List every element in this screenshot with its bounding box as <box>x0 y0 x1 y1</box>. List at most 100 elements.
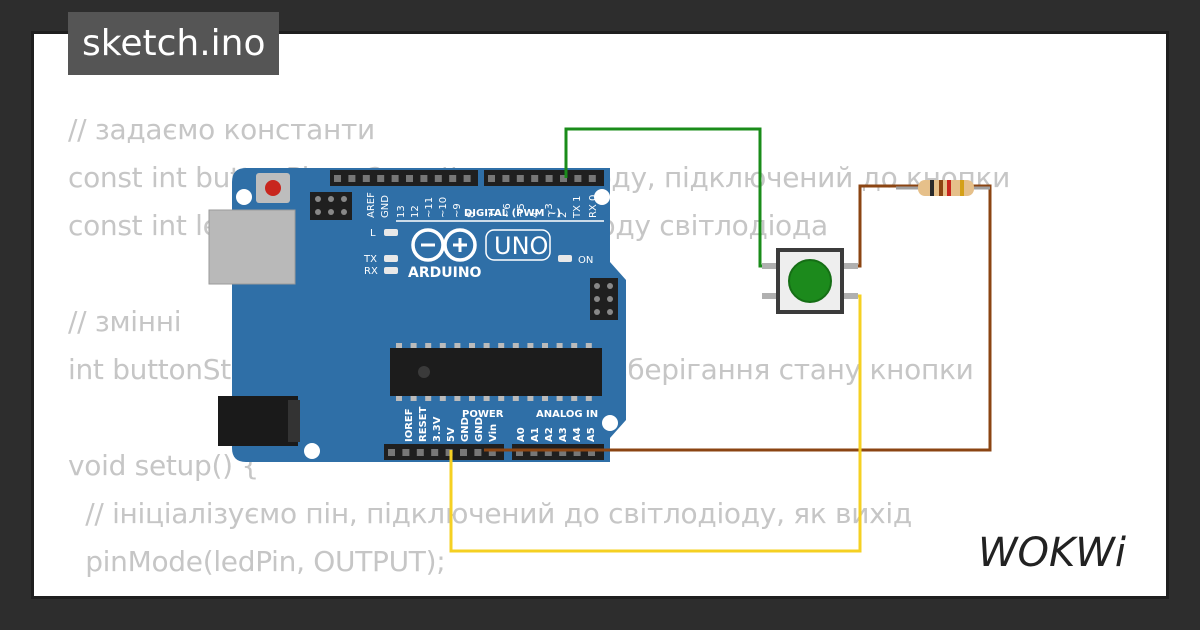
icsp-header-right <box>590 278 618 320</box>
header-hole[interactable] <box>463 175 471 182</box>
chip-pin <box>483 396 490 401</box>
code-line: // змінні <box>68 305 182 338</box>
tx-led-label: TX <box>363 254 377 265</box>
chip-pin <box>527 396 534 401</box>
header-hole[interactable] <box>560 175 567 182</box>
power-pin-label: IOREF <box>404 408 415 442</box>
chip-pin <box>469 343 475 348</box>
resistor-band-1 <box>930 180 934 196</box>
resistor[interactable] <box>896 180 990 196</box>
analog-label: ANALOG IN <box>536 409 598 420</box>
header-hole[interactable] <box>431 449 439 456</box>
mounting-hole <box>304 443 320 459</box>
header-hole[interactable] <box>334 175 341 182</box>
header-hole[interactable] <box>531 175 539 182</box>
mounting-hole <box>594 189 610 205</box>
header-hole[interactable] <box>574 175 582 182</box>
chip-pin <box>410 343 417 348</box>
header-hole[interactable] <box>449 175 457 182</box>
header-hole[interactable] <box>488 449 496 456</box>
digital-pin-label: AREF <box>366 192 377 218</box>
digital-pin-label: 12 <box>410 205 421 218</box>
power-pin-label: Vin <box>488 424 499 442</box>
chip-pin <box>396 343 402 348</box>
l-led <box>384 229 398 236</box>
digital-pin-label: ~5 <box>516 203 527 218</box>
chip-pin <box>512 343 519 348</box>
chip-pin <box>542 396 548 401</box>
brand-label: ARDUINO <box>408 265 482 281</box>
header-hole[interactable] <box>362 175 370 182</box>
analog-pin-label: A3 <box>558 427 569 442</box>
model-label: UNO <box>494 232 548 260</box>
analog-pin-label: A1 <box>530 427 541 442</box>
power-header[interactable] <box>384 444 504 460</box>
power-pin-label: RESET <box>418 406 429 442</box>
code-line: pinMode(ledPin, OUTPUT); <box>68 545 446 578</box>
digital-pin-label: 8 <box>466 212 477 218</box>
header-hole[interactable] <box>445 449 453 456</box>
header-hole[interactable] <box>488 175 495 182</box>
chip-pin <box>454 343 461 348</box>
chip-pin <box>556 343 563 348</box>
header-hole[interactable] <box>530 449 538 456</box>
chip-pin <box>469 396 475 401</box>
header-hole[interactable] <box>402 449 410 456</box>
on-led-label: ON <box>578 255 593 266</box>
header-hole[interactable] <box>545 175 553 182</box>
mounting-hole <box>602 415 618 431</box>
header-hole[interactable] <box>516 175 524 182</box>
digital-pin-label: ~3 <box>544 203 555 218</box>
chip-notch <box>418 366 430 378</box>
header-hole[interactable] <box>474 449 482 456</box>
power-pin-label: 3.3V <box>432 416 443 442</box>
digital-header-label: DIGITAL (PWM ~) <box>464 208 561 219</box>
header-hole[interactable] <box>460 449 467 456</box>
chip-pin <box>483 343 490 348</box>
header-hole[interactable] <box>516 449 523 456</box>
header-hole[interactable] <box>377 175 385 182</box>
chip-pin <box>571 396 578 401</box>
digital-pin-label: RX 0 <box>588 195 599 218</box>
header-hole[interactable] <box>348 175 356 182</box>
rx-led-label: RX <box>364 266 378 277</box>
usb-port <box>208 209 296 285</box>
chip-pin <box>396 396 402 401</box>
chip-pin <box>425 343 432 348</box>
header-hole[interactable] <box>391 175 399 182</box>
code-line: // ініціалізуємо пін, підключений до кно… <box>68 586 1010 596</box>
digital-pin-label: GND <box>380 195 391 218</box>
pushbutton-cap[interactable] <box>788 259 832 303</box>
wokwi-logo-text: WOKWi <box>978 530 1126 576</box>
pushbutton[interactable] <box>762 248 858 314</box>
header-hole[interactable] <box>559 449 567 456</box>
header-hole[interactable] <box>434 175 442 182</box>
power-jack-tip <box>288 400 300 442</box>
on-led <box>558 255 572 262</box>
header-hole[interactable] <box>544 449 552 456</box>
code-line: // задаємо константи <box>68 113 375 146</box>
reset-button-cap[interactable] <box>265 180 281 196</box>
digital-pin-label: ~9 <box>452 203 463 218</box>
header-hole[interactable] <box>416 449 424 456</box>
resistor-band-3 <box>947 180 951 196</box>
power-label: POWER <box>462 409 504 420</box>
header-hole[interactable] <box>588 449 595 456</box>
file-tab-sketch[interactable]: sketch.ino <box>68 12 280 75</box>
chip-pin <box>527 343 534 348</box>
icsp-header-top <box>310 192 352 220</box>
header-hole[interactable] <box>388 449 395 456</box>
chip-pin <box>512 396 519 401</box>
digital-header-right[interactable] <box>484 170 604 186</box>
header-hole[interactable] <box>573 449 581 456</box>
digital-pin-label: ~6 <box>502 203 513 218</box>
arduino-logo <box>411 228 477 262</box>
wokwi-logo: WOKWi <box>978 530 1126 576</box>
header-hole[interactable] <box>406 175 413 182</box>
tx-led <box>384 255 398 262</box>
header-hole[interactable] <box>588 175 596 182</box>
digital-pin-label: 13 <box>396 205 407 218</box>
header-hole[interactable] <box>420 175 428 182</box>
header-hole[interactable] <box>502 175 510 182</box>
